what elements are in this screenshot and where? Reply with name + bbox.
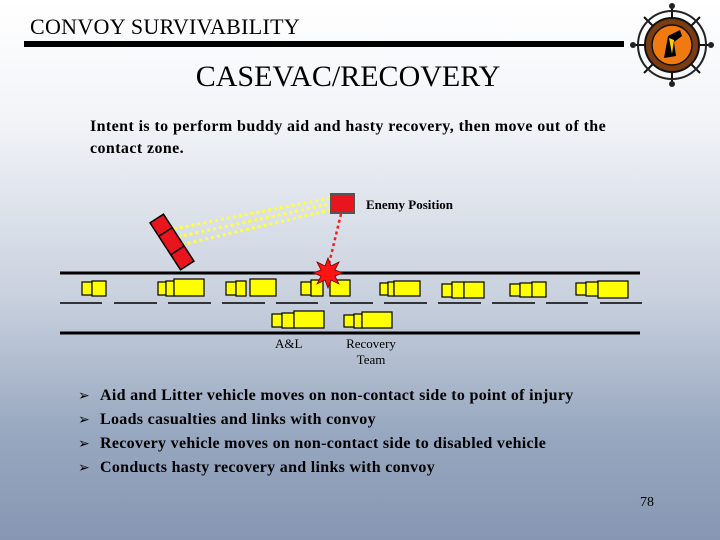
- header-rule: [24, 41, 624, 47]
- explosion-icon: [311, 256, 345, 290]
- header-title: CONVOY SURVIVABILITY: [30, 14, 301, 39]
- bullet-text: Aid and Litter vehicle moves on non-cont…: [100, 387, 574, 404]
- bullet-item: ➢ Aid and Litter vehicle moves on non-con…: [78, 386, 574, 410]
- convoy-vehicle: [575, 280, 629, 299]
- page-number: 78: [640, 495, 654, 510]
- aid-litter-label: A&L: [275, 336, 303, 351]
- convoy-diagram: [60, 193, 642, 335]
- bullet-arrow-icon: ➢: [78, 388, 91, 404]
- enemy-position-label: Enemy Position: [366, 197, 454, 212]
- enemy-vehicle: [149, 213, 195, 271]
- bullet-text: Conducts hasty recovery and links with c…: [100, 459, 436, 476]
- convoy-vehicle: [81, 280, 107, 297]
- bullet-arrow-icon: ➢: [78, 436, 91, 452]
- convoy-vehicle: [441, 281, 485, 299]
- bullet-arrow-icon: ➢: [78, 460, 91, 476]
- bullet-text: Recovery vehicle moves on non-contact si…: [100, 435, 547, 452]
- recovery-team-label: Recovery Team: [346, 336, 396, 367]
- convoy-vehicle: [157, 278, 205, 297]
- enemy-position-marker: [330, 193, 355, 214]
- recovery-vehicle: [343, 311, 393, 329]
- compass-emblem-icon: [630, 3, 714, 87]
- convoy-vehicle: [379, 280, 421, 297]
- aid-and-litter-vehicle: [271, 310, 325, 329]
- bullet-item: ➢ Recovery vehicle moves on non-contact s…: [78, 434, 574, 458]
- intent-text: Intent is to perform buddy aid and hasty…: [90, 118, 607, 157]
- slide-title: CASEVAC/RECOVERY: [195, 60, 501, 93]
- convoy-vehicle: [225, 278, 277, 297]
- enemy-fire-lines: [167, 196, 331, 248]
- bullet-arrow-icon: ➢: [78, 412, 91, 428]
- bullet-item: ➢ Conducts hasty recovery and links with …: [78, 458, 574, 482]
- bullet-item: ➢ Loads casualties and links with convoy: [78, 410, 574, 434]
- convoy-vehicle: [509, 281, 547, 298]
- bullet-list: ➢ Aid and Litter vehicle moves on non-con…: [78, 386, 574, 482]
- fire-on-convoy-line: [326, 213, 343, 269]
- bullet-text: Loads casualties and links with convoy: [100, 411, 376, 428]
- disabled-convoy-vehicle: [300, 279, 351, 297]
